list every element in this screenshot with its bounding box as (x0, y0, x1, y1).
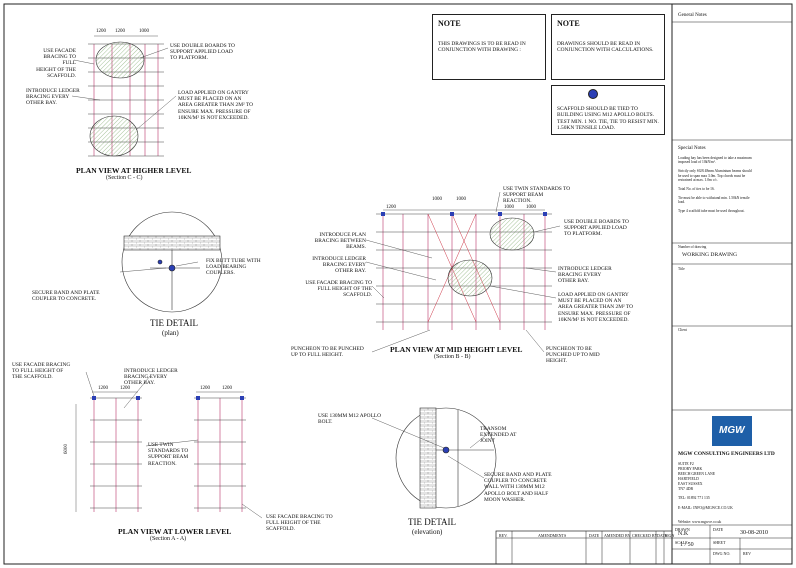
drawn-label: Drawn (675, 527, 690, 532)
scale-label: Scale (675, 540, 688, 545)
date-label: Date (713, 527, 724, 532)
callout-label: USE TWIN STANDARDS TO SUPPORT BEAM REACT… (148, 442, 189, 467)
height-dim-label: 6000 (64, 444, 69, 454)
note-text: THIS DRAWINGS IS TO BE READ IN CONJUNCTI… (438, 41, 526, 54)
note-box-1: NOTE THIS DRAWINGS IS TO BE READ IN CONJ… (432, 14, 546, 80)
callout-label: INTRODUCE LEDGER BRACING EVERY OTHER BAY… (312, 256, 366, 275)
lower-level-plan (75, 391, 246, 512)
dim-label: 1000 (526, 205, 536, 210)
note-text: DRAWINGS SHOULD BE READ IN CONJUNCTION W… (557, 41, 654, 54)
drawn-value: N.K (678, 531, 689, 537)
tie-elevation-subtitle: (elevation) (412, 528, 443, 536)
callout-label: FIX BUTT TUBE WITH LOAD BEARING COUPLERS… (206, 258, 261, 277)
sheet-border (3, 3, 793, 565)
scale-value: 1 / 50 (680, 542, 694, 548)
dim-label: 1200 (222, 386, 232, 391)
callout-label: USE DOUBLE BOARDS TO SUPPORT APPLIED LOA… (564, 219, 629, 238)
callout-label: USE FACADE BRACING TO FULL HEIGHT OF THE… (305, 280, 372, 299)
client-label: Client (678, 328, 687, 332)
dim-label: 1200 (120, 386, 130, 391)
drawing-number-cell-label: Dwg no. (713, 551, 731, 556)
drawing-name: WORKING DRAWING (682, 252, 738, 258)
dim-label: 1000 (139, 29, 149, 34)
dim-label: 1200 (200, 386, 210, 391)
title-label: Title (678, 267, 685, 271)
callout-label: USE 130mm M12 APOLLO BOLT. (318, 413, 382, 426)
revision-header: AMENDED BY (604, 533, 631, 538)
note-heading: NOTE (557, 19, 580, 28)
higher-level-plan (88, 35, 164, 157)
logo-text: MGW (719, 425, 745, 436)
title-block (671, 3, 793, 565)
drawing-number-label: Number of drawing (678, 245, 707, 249)
dim-label: 1200 (98, 386, 108, 391)
general-notes-heading: General Notes (678, 13, 707, 18)
mid-level-plan (376, 209, 552, 330)
revision-header: REV. (499, 533, 508, 538)
company-name: MGW CONSULTING ENGINEERS LTD (678, 451, 775, 457)
callout-label: USE FACADE BRACING TO FULL HEIGHT OF THE… (12, 362, 71, 381)
higher-level-subtitle: (Section C - C) (106, 175, 143, 181)
dim-label: 1200 (115, 29, 125, 34)
callout-label: LOAD APPLIED ON GANTRY MUST BE PLACED ON… (558, 292, 633, 323)
tie-detail-elevation-drawing (395, 407, 497, 509)
note-box-3: SCAFFOLD SHOULD BE TIED TO BUILDING USIN… (551, 85, 665, 135)
callout-label: LOAD APPLIED ON GANTRY MUST BE PLACED ON… (178, 90, 253, 121)
callout-label: INTRODUCE LEDGER BRACING EVERY OTHER BAY… (26, 88, 80, 107)
special-notes-heading: Special Notes (678, 146, 706, 151)
note-heading: NOTE (438, 19, 461, 28)
higher-level-title: PLAN VIEW AT HIGHER LEVEL (76, 166, 192, 175)
revision-header: DATE (657, 533, 668, 538)
dim-label: 1200 (96, 29, 106, 34)
callout-label: INTRODUCE LEDGER BRACING EVERY OTHER BAY… (558, 266, 612, 285)
tie-plan-subtitle: (plan) (162, 329, 179, 337)
company-logo: MGW (712, 416, 752, 446)
dim-label: 1000 (432, 197, 442, 202)
revision-header: SIGN (665, 533, 675, 538)
note-box-2: NOTE DRAWINGS SHOULD BE READ IN CONJUNCT… (551, 14, 665, 80)
callout-label: USE DOUBLE BOARDS TO SUPPORT APPLIED LOA… (170, 43, 235, 62)
rev-cell-label: Rev (743, 551, 751, 556)
callout-label: TRANSOM EXTENDED AT JOINT (480, 426, 517, 445)
callout-label: INTRODUCE LEDGER BRACING EVERY OTHER BAY… (124, 368, 178, 387)
company-address: SUITE F2 PRIORY PARK BEECH GREEN LANE HA… (678, 462, 733, 511)
dim-label: 1200 (386, 205, 396, 210)
lower-level-subtitle: (Section A - A) (150, 536, 187, 542)
note-icon (588, 89, 598, 99)
tie-plan-title: TIE DETAIL (150, 318, 199, 328)
tie-elevation-title: TIE DETAIL (408, 517, 457, 527)
callout-label: INTRODUCE PLAN BRACING BETWEEN BEAMS. (314, 232, 366, 251)
callout-label: USE FACADE BRACING TO FULL HEIGHT OF THE… (36, 48, 76, 79)
mid-level-subtitle: (Section B - B) (434, 354, 471, 360)
note-text: SCAFFOLD SHOULD BE TIED TO BUILDING USIN… (557, 106, 659, 131)
callout-label: SECURE BAND AND PLATE COUPLER TO CONCRET… (32, 290, 100, 303)
callout-label: USE FACADE BRACING TO FULL HEIGHT OF THE… (266, 514, 333, 533)
dim-label: 1000 (456, 197, 466, 202)
tie-detail-plan-drawing (121, 211, 223, 313)
leader-lines (71, 47, 561, 519)
revision-table (495, 530, 673, 565)
lower-level-title: PLAN VIEW AT LOWER LEVEL (118, 527, 232, 536)
callout-label: USE TWIN STANDARDS TO SUPPORT BEAM REACT… (503, 186, 571, 205)
mid-level-title: PLAN VIEW AT MID HEIGHT LEVEL (390, 345, 523, 354)
callout-label: PUNCHEON TO BE PUNCHED UP TO MID HEIGHT. (546, 346, 600, 365)
sheet-label: Sheet (713, 540, 726, 545)
revision-header: DATE (589, 533, 600, 538)
callout-label: SECURE BAND AND PLATE COUPLER TO CONCRET… (484, 472, 552, 503)
revision-header: CHECKED BY (632, 533, 658, 538)
dim-label: 1000 (504, 205, 514, 210)
date-value: 30-08-2010 (740, 530, 768, 536)
special-notes-text: Loading bay has been designed to take a … (678, 156, 752, 213)
company-website: Website: www.mgwce.co.uk (678, 520, 722, 524)
callout-label: PUNCHEON TO BE PUNCHED UP TO FULL HEIGHT… (291, 346, 364, 359)
revision-header: AMENDMENTS (538, 533, 567, 538)
